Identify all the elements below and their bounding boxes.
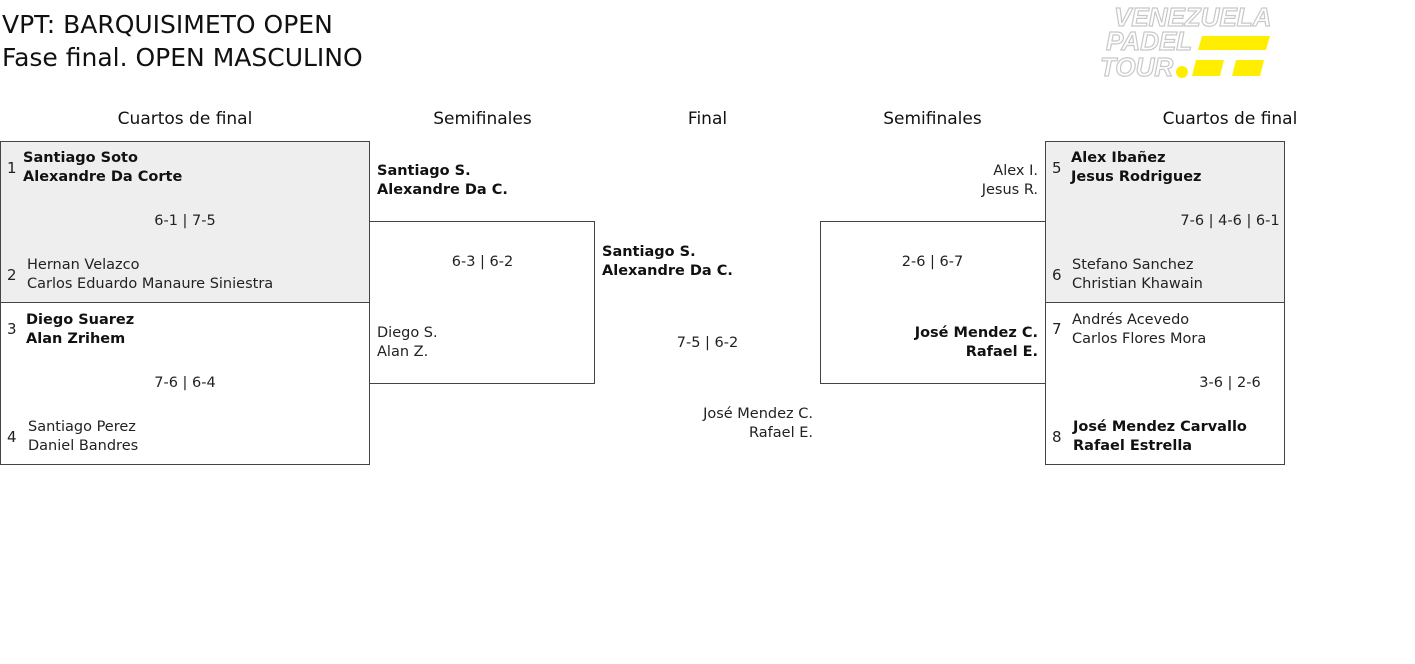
player-name: Andrés Acevedo [1072,312,1190,328]
player-name: Alex I. [993,163,1038,179]
player-name: Christian Khawain [1072,276,1203,292]
player-name: Santiago Perez [28,419,136,435]
svg-text:PADEL: PADEL [1106,26,1192,56]
match-score: 7-6 | 4-6 | 6-1 [1180,213,1280,229]
player-name: Hernan Velazco [27,257,140,273]
round-header-right-semifinals: Semifinales [883,109,982,129]
seed-number: 1 [7,159,17,177]
player-name: Jesus R. [981,182,1038,198]
seed-number: 7 [1052,320,1062,338]
match-score: 6-1 | 7-5 [154,213,216,229]
match-score: 6-3 | 6-2 [451,254,514,270]
round-header-left-semifinals: Semifinales [433,109,532,129]
player-name: Santiago S. [377,163,471,179]
player-name: Rafael Estrella [1073,438,1193,454]
player-name: José Mendez C. [703,406,813,422]
svg-text:VENEZUELA: VENEZUELA [1114,2,1271,32]
player-name: José Mendez C. [914,325,1038,341]
match-score: 3-6 | 2-6 [1199,375,1261,391]
player-name: Daniel Bandres [28,438,139,454]
player-name: José Mendez Carvallo [1073,419,1247,435]
player-name: Carlos Eduardo Manaure Siniestra [27,276,274,292]
seed-number: 4 [7,428,17,446]
round-header-right-quarterfinals: Cuartos de final [1162,109,1298,129]
match-score: 2-6 | 6-7 [901,254,964,270]
player-name: Diego Suarez [26,312,135,328]
seed-number: 3 [7,320,17,338]
match-right-qf-2 [1045,302,1285,465]
match-score: 7-6 | 6-4 [154,375,216,391]
seed-number: 6 [1052,266,1062,284]
seed-number: 8 [1052,428,1062,446]
round-header-final: Final [687,109,728,129]
venezuela-padel-tour-logo: VENEZUELA PADEL TOUR [1099,1,1272,82]
player-name: Stefano Sanchez [1072,257,1194,273]
player-name: Alex Ibañez [1071,150,1166,166]
player-name: Carlos Flores Mora [1072,331,1207,347]
player-name: Alexandre Da C. [602,263,733,279]
match-left-qf-1 [0,141,370,303]
svg-text:TOUR: TOUR [1100,52,1173,82]
player-name: Alexandre Da C. [377,182,508,198]
player-name: Alan Zrihem [26,331,126,347]
player-name: Rafael E. [749,425,813,441]
match-score: 7-5 | 6-2 [676,335,739,351]
seed-number: 2 [7,266,17,284]
player-name: Alan Z. [377,344,429,360]
player-name: Rafael E. [965,344,1038,360]
player-name: Santiago Soto [23,150,138,166]
page-title: VPT: BARQUISIMETO OPEN [2,10,333,39]
player-name: Diego S. [377,325,438,341]
player-name: Santiago S. [602,244,696,260]
round-header-left-quarterfinals: Cuartos de final [117,109,253,129]
match-right-qf-1 [1045,141,1285,303]
match-left-sf-connector [369,221,595,384]
page-subtitle: Fase final. OPEN MASCULINO [2,43,363,72]
seed-number: 5 [1052,159,1062,177]
player-name: Alexandre Da Corte [23,169,183,185]
player-name: Jesus Rodriguez [1071,169,1202,185]
